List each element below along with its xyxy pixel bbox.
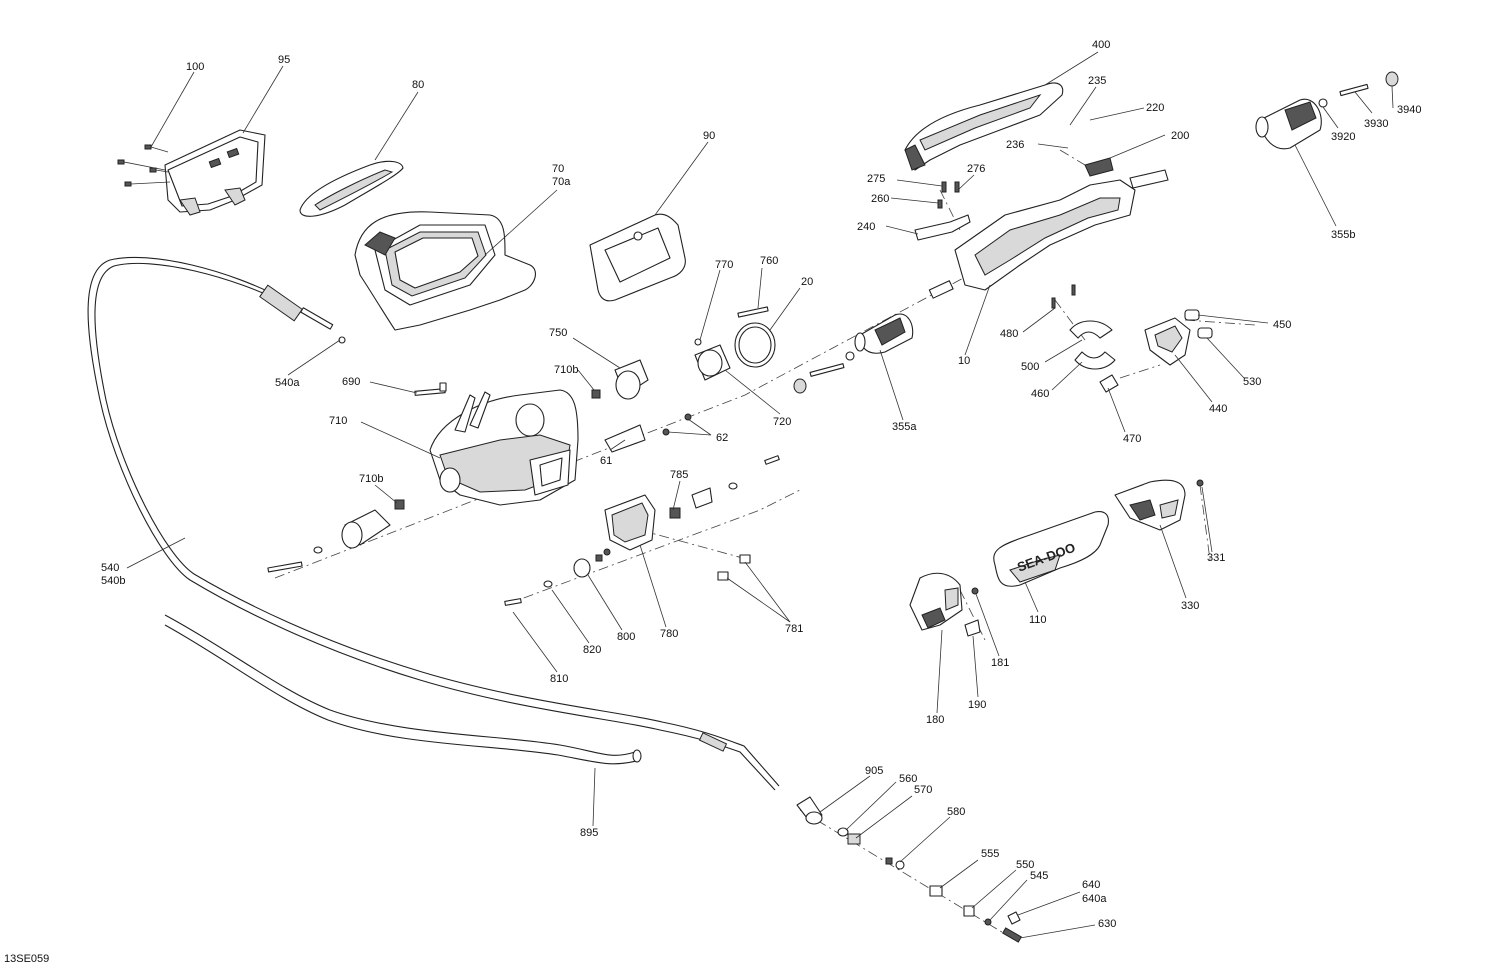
callout-710b-low: 710b — [359, 473, 383, 485]
callout-200: 200 — [1171, 130, 1189, 142]
callout-236: 236 — [1006, 139, 1024, 151]
side-cover-330 — [1114, 479, 1204, 531]
callout-275: 275 — [867, 173, 885, 185]
callout-720: 720 — [773, 416, 791, 428]
callout-leader-lines — [126, 51, 1394, 939]
callout-labels: 100 95 80 70 70a 90 400 235 220 236 200 … — [101, 39, 1421, 930]
callout-770: 770 — [715, 259, 733, 271]
callout-220: 220 — [1146, 102, 1164, 114]
callout-810: 810 — [550, 673, 568, 685]
callout-480: 480 — [1000, 328, 1018, 340]
callout-470: 470 — [1123, 433, 1141, 445]
cable-end-fittings — [796, 796, 1022, 943]
hose-895 — [164, 614, 642, 765]
callout-240: 240 — [857, 221, 875, 233]
callout-460: 460 — [1031, 388, 1049, 400]
display-support-95 — [117, 129, 266, 216]
callout-530: 530 — [1243, 376, 1261, 388]
callout-62: 62 — [716, 432, 728, 444]
callout-180: 180 — [926, 714, 944, 726]
callout-80: 80 — [412, 79, 424, 91]
callout-750: 750 — [549, 327, 567, 339]
callout-760: 760 — [760, 255, 778, 267]
handlebar-assembly-10 — [928, 157, 1169, 299]
callout-450: 450 — [1273, 319, 1291, 331]
grip-355b — [1255, 71, 1399, 150]
callout-781: 781 — [785, 623, 803, 635]
callout-355a: 355a — [892, 421, 917, 433]
callout-540b: 540b — [101, 575, 125, 587]
callout-555: 555 — [981, 848, 999, 860]
callout-3930: 3930 — [1364, 118, 1388, 130]
callout-70a: 70a — [552, 176, 571, 188]
callout-20: 20 — [801, 276, 813, 288]
callout-100: 100 — [186, 61, 204, 73]
side-cover-180 — [909, 572, 981, 637]
callout-560: 560 — [899, 773, 917, 785]
callout-235: 235 — [1088, 75, 1106, 87]
callout-110: 110 — [1029, 614, 1047, 626]
callout-785: 785 — [670, 469, 688, 481]
callout-3920: 3920 — [1331, 131, 1355, 143]
callout-70: 70 — [552, 163, 564, 175]
bracket-61 — [604, 413, 692, 453]
callout-61: 61 — [600, 455, 612, 467]
callout-640: 640 — [1082, 879, 1100, 891]
callout-440: 440 — [1209, 403, 1227, 415]
switch-housing-group — [1051, 284, 1213, 393]
drawing-code: 13SE059 — [4, 953, 50, 965]
callout-630: 630 — [1098, 918, 1116, 930]
callout-90: 90 — [703, 130, 715, 142]
callout-570: 570 — [914, 784, 932, 796]
callout-710: 710 — [329, 415, 347, 427]
callout-400: 400 — [1092, 39, 1110, 51]
lower-knob-group — [267, 499, 405, 573]
callout-710b-top: 710b — [554, 364, 578, 376]
callout-3940: 3940 — [1397, 104, 1421, 116]
callout-10: 10 — [958, 355, 970, 367]
callout-780: 780 — [660, 628, 678, 640]
callout-640a: 640a — [1082, 893, 1107, 905]
cluster-housing-70 — [354, 211, 536, 331]
console-body-710 — [414, 382, 579, 506]
callout-330: 330 — [1181, 600, 1199, 612]
trim-strip-80 — [299, 160, 404, 217]
center-rings-group — [591, 306, 776, 400]
callout-895: 895 — [580, 827, 598, 839]
callout-545: 545 — [1030, 870, 1048, 882]
lever-240 — [914, 181, 971, 241]
callout-190: 190 — [968, 699, 986, 711]
callout-276: 276 — [967, 163, 985, 175]
top-cover-110: SEA-DOO — [993, 511, 1109, 587]
callout-181: 181 — [991, 657, 1009, 669]
throttle-cable-540 — [87, 256, 780, 791]
callout-690: 690 — [342, 376, 360, 388]
callout-540: 540 — [101, 562, 119, 574]
callout-95: 95 — [278, 54, 290, 66]
callout-800: 800 — [617, 631, 635, 643]
callout-550: 550 — [1016, 859, 1034, 871]
callout-540a: 540a — [275, 377, 300, 389]
display-gasket-90 — [589, 213, 686, 302]
grip-355a — [793, 313, 914, 394]
callout-500: 500 — [1021, 361, 1039, 373]
switch-block-780 — [504, 455, 780, 606]
callout-355b: 355b — [1331, 229, 1355, 241]
callout-260: 260 — [871, 193, 889, 205]
callout-905: 905 — [865, 765, 883, 777]
callout-331: 331 — [1207, 552, 1225, 564]
callout-580: 580 — [947, 806, 965, 818]
upper-cover-400 — [904, 82, 1064, 171]
callout-820: 820 — [583, 644, 601, 656]
